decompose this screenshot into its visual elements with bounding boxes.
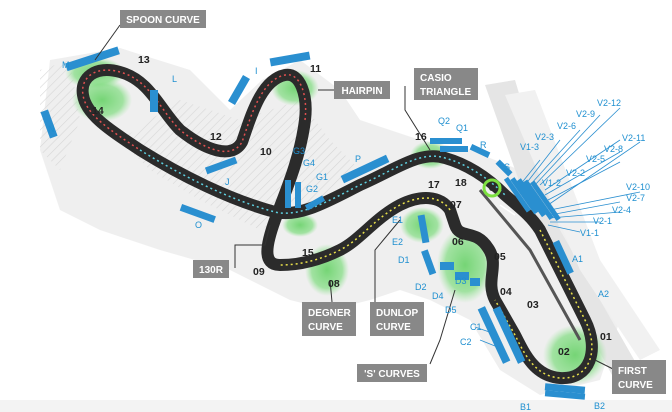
stand-v2-3: V2-3 [535, 132, 554, 142]
turn-15: 15 [302, 247, 314, 259]
callout-casio-line2: TRIANGLE [420, 87, 471, 98]
stand-g1: G1 [316, 172, 328, 182]
stand-v2-7: V2-7 [626, 193, 645, 203]
stand-v1-3: V1-3 [520, 142, 539, 152]
stand-v2-12: V2-12 [597, 98, 621, 108]
callout-first-curve: FIRST CURVE [612, 360, 666, 394]
callout-first-line2: CURVE [618, 380, 653, 391]
track [76, 64, 598, 385]
stand-d4: D4 [432, 291, 444, 301]
stand-g3: G3 [293, 146, 305, 156]
turn-numbers: 01 02 03 04 05 06 07 08 09 10 11 12 13 1… [92, 54, 612, 358]
stand-a1: A1 [572, 254, 583, 264]
callout-hairpin: HAIRPIN [334, 81, 390, 99]
callout-s-curves: 'S' CURVES [357, 364, 427, 382]
callout-degner-line1: DEGNER [308, 308, 352, 319]
callout-130r: 130R [193, 260, 229, 278]
turn-03: 03 [527, 299, 539, 311]
stand-v2-8: V2-8 [604, 144, 623, 154]
stand-v1-1: V1-1 [580, 228, 599, 238]
turn-01: 01 [600, 331, 612, 343]
callout-leaders [94, 24, 616, 371]
callout-hairpin-text: HAIRPIN [341, 86, 382, 97]
turn-12: 12 [210, 131, 222, 143]
turn-04: 04 [500, 286, 512, 298]
turn-18: 18 [455, 177, 467, 189]
turn-10: 10 [260, 146, 272, 158]
stand-v2-6: V2-6 [557, 121, 576, 131]
stand-v2-5: V2-5 [586, 154, 605, 164]
stand-v2-4: V2-4 [612, 205, 631, 215]
stand-a2: A2 [598, 289, 609, 299]
stand-d3: D3 [455, 276, 467, 286]
callout-dunlop-line2: CURVE [376, 322, 411, 333]
callout-spoon-curve: SPOON CURVE [120, 10, 206, 28]
turn-16: 16 [415, 131, 427, 143]
callout-casio-line1: CASIO [420, 73, 452, 84]
stand-labels: M N L I J O P G3 G4 G1 G2 Q2 Q1 R S E1 E… [48, 60, 650, 412]
callout-130r-text: 130R [199, 265, 224, 276]
turn-08: 08 [328, 278, 340, 290]
stand-o: O [195, 220, 202, 230]
grandstands [40, 46, 586, 400]
callout-first-line1: FIRST [618, 366, 647, 377]
stand-e1: E1 [392, 215, 403, 225]
turn-11: 11 [310, 63, 321, 75]
turn-13: 13 [138, 54, 150, 66]
stand-s: S [504, 162, 510, 172]
stand-c2: C2 [460, 337, 472, 347]
callout-dunlop-curve: DUNLOP CURVE [370, 302, 424, 336]
stand-d5: D5 [445, 305, 457, 315]
stand-b1: B1 [520, 402, 531, 412]
turn-07: 07 [450, 199, 462, 211]
stand-v2-1: V2-1 [593, 216, 612, 226]
stand-l: L [172, 74, 177, 84]
stand-leaders [474, 107, 641, 351]
turn-14: 14 [92, 105, 104, 117]
stand-b2: B2 [594, 401, 605, 411]
stand-d2: D2 [415, 282, 427, 292]
turn-09: 09 [253, 266, 265, 278]
stand-v2-9: V2-9 [576, 109, 595, 119]
turn-17: 17 [428, 179, 440, 191]
turn-06: 06 [452, 236, 464, 248]
callout-spoon-curve-text: SPOON CURVE [126, 15, 200, 26]
stand-q2: Q2 [438, 116, 450, 126]
stand-p: P [355, 154, 361, 164]
stand-m: M [62, 60, 70, 70]
stand-v2-10: V2-10 [626, 182, 650, 192]
callout-s-curves-text: 'S' CURVES [364, 369, 420, 380]
stand-v2-11: V2-11 [622, 133, 645, 143]
stand-e2: E2 [392, 237, 403, 247]
turn-05: 05 [494, 251, 506, 263]
stand-i: I [255, 66, 258, 76]
stand-v1-2: V1-2 [542, 178, 561, 188]
start-line-icon [482, 178, 502, 198]
stand-v2-2: V2-2 [566, 168, 585, 178]
stand-c1: C1 [470, 322, 482, 332]
callout-degner-line2: CURVE [308, 322, 343, 333]
stand-j: J [225, 177, 230, 187]
callout-degner-curve: DEGNER CURVE [302, 302, 356, 336]
zone-15 [282, 213, 318, 237]
stand-g2: G2 [306, 184, 318, 194]
stand-q1: Q1 [456, 123, 468, 133]
stand-d1: D1 [398, 255, 410, 265]
stand-r: R [480, 140, 487, 150]
callout-dunlop-line1: DUNLOP [376, 308, 419, 319]
turn-02: 02 [558, 346, 570, 358]
callout-casio-triangle: CASIO TRIANGLE [414, 68, 478, 100]
stand-n: N [48, 124, 55, 134]
stand-g4: G4 [303, 158, 315, 168]
